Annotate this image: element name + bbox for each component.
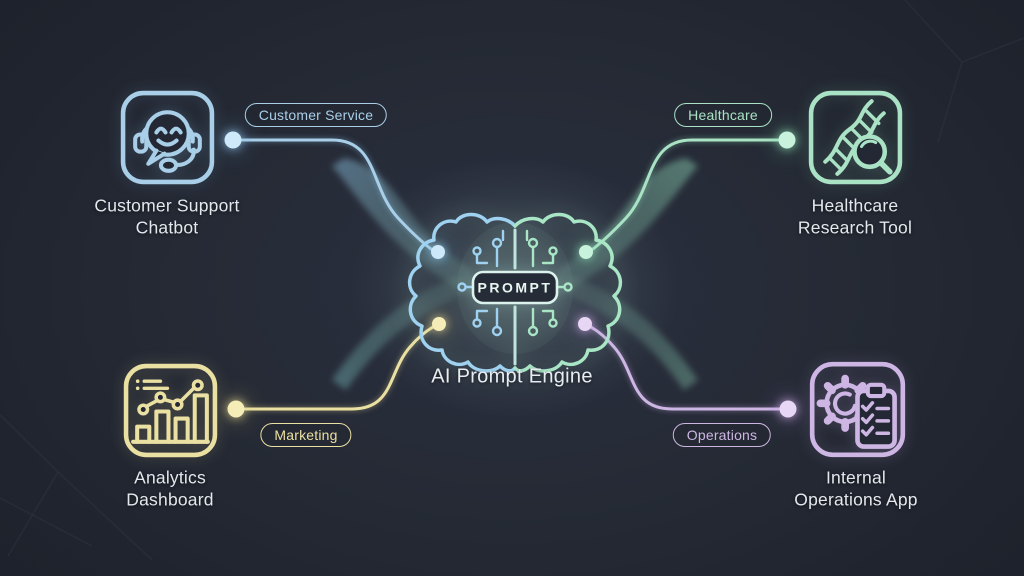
tag-pill-operations: Operations [672, 423, 772, 447]
ribbon-top-right [550, 158, 698, 300]
brain-right-half [513, 212, 623, 373]
label-line-2: Dashboard [126, 489, 214, 509]
ribbon-bottom-right [562, 276, 698, 390]
connector-healthcare [591, 138, 780, 251]
gear-clipboard-icon [809, 361, 906, 458]
dots-healthcare [579, 131, 796, 259]
chatbot-headset-icon [120, 90, 215, 185]
flow-ribbons [332, 158, 698, 390]
connector-marketing [243, 325, 435, 411]
brain-left-half [407, 212, 517, 373]
label-internal-operations-app: Internal Operations App [794, 468, 917, 511]
ribbon-bottom-left [332, 276, 468, 390]
brain-dot [579, 245, 593, 259]
brain-dot [431, 245, 445, 259]
brain-dot [578, 317, 592, 331]
node-dot [778, 131, 796, 149]
tag-pill-healthcare: Healthcare [674, 103, 772, 127]
label-line-2: Research Tool [797, 217, 913, 237]
dna-magnifier-icon [808, 90, 903, 185]
tag-pill-label: Marketing [274, 427, 338, 443]
engine-title: AI Prompt Engine [431, 365, 593, 388]
ribbon-top-left [332, 158, 480, 300]
label-analytics-dashboard: Analytics Dashboard [126, 468, 213, 511]
tag-pill-label: Customer Service [258, 107, 374, 123]
bar-chart-trend-icon [123, 363, 218, 458]
tag-pill-marketing: Marketing [260, 423, 352, 447]
dots-customer-service [224, 131, 445, 259]
label-healthcare-research-tool: Healthcare Research Tool [798, 196, 912, 239]
label-line-1: Healthcare [811, 195, 899, 216]
tag-pill-label: Healthcare [688, 107, 758, 123]
node-dot [224, 131, 242, 149]
corner-decor-lines [0, 0, 1024, 561]
dots-marketing [227, 317, 446, 418]
node-dot [227, 400, 245, 418]
circuit-brain-icon: PROMPT [407, 212, 623, 373]
brain-dot [432, 317, 446, 331]
tag-pill-label: Operations [686, 427, 758, 443]
connector-customer-service [240, 138, 433, 251]
label-line-1: Analytics [134, 467, 206, 488]
label-line-2: Chatbot [135, 217, 199, 237]
label-line-2: Operations App [794, 489, 918, 509]
node-dot [779, 400, 797, 418]
tag-pill-customer-service: Customer Service [244, 103, 388, 127]
label-customer-support-chatbot: Customer Support Chatbot [94, 196, 239, 239]
connector-operations [589, 325, 781, 411]
label-line-1: Internal [826, 467, 886, 488]
label-line-1: Customer Support [94, 195, 240, 216]
prompt-badge: PROMPT [471, 270, 559, 305]
prompt-badge-label: PROMPT [478, 280, 553, 296]
dots-operations [578, 317, 797, 418]
